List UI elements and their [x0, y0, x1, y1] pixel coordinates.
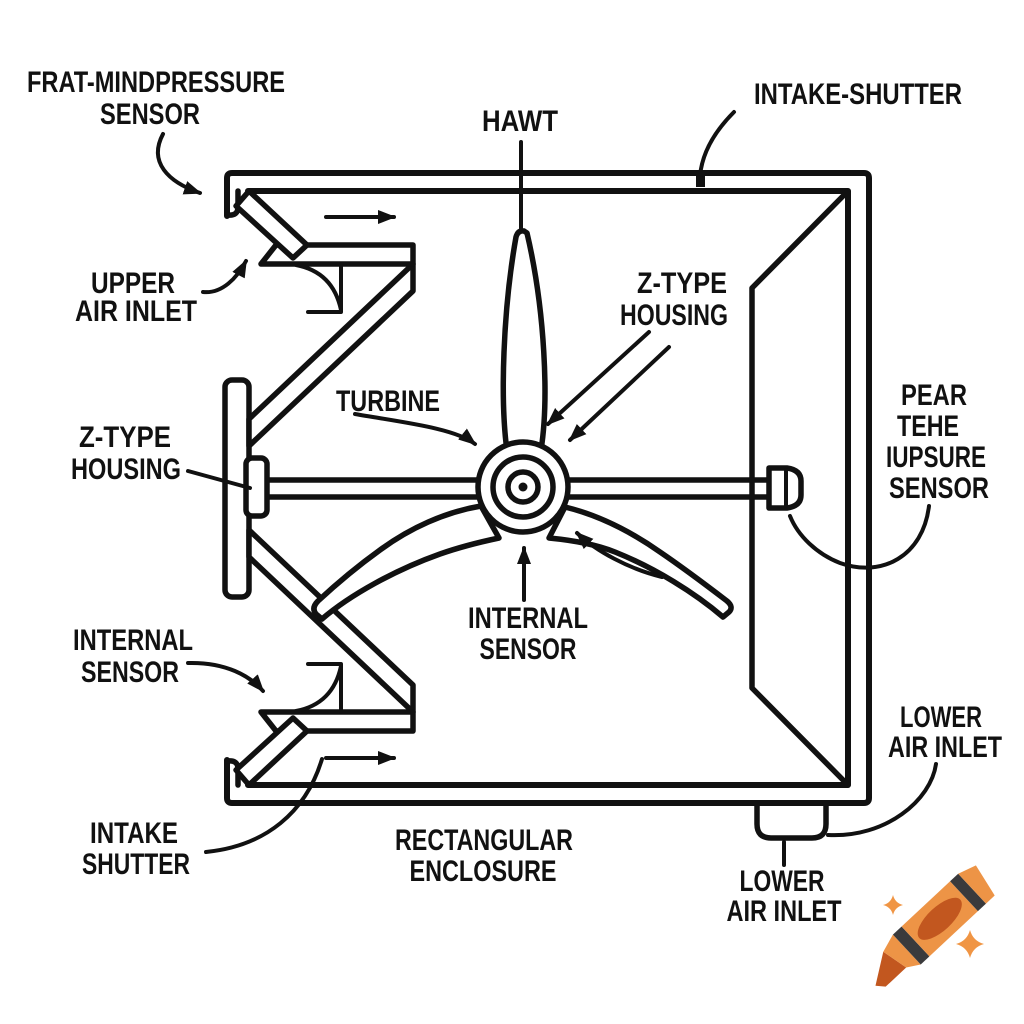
label-rectangular-enclosure-line1: RECTANGULAR	[395, 824, 573, 857]
leader-z-type-housing-center-2	[568, 345, 671, 442]
label-lower-air-inlet-bottom-line2: AIR INLET	[727, 895, 842, 928]
label-z-type-housing-center-line2: HOUSING	[620, 299, 728, 332]
label-pressure-sensor-right-line3: IUPSURE	[886, 441, 986, 474]
lower-shutter-swing-arc	[294, 664, 343, 713]
label-pressure-sensor-top-left-line2: SENSOR	[100, 98, 200, 131]
label-z-type-housing-center-line1: Z-TYPE	[637, 267, 727, 300]
upper-z-louver-plate	[233, 188, 310, 261]
label-turbine: TURBINE	[336, 385, 440, 418]
leader-pressure-sensor-right	[788, 504, 931, 570]
label-rectangular-enclosure-line2: ENCLOSURE	[410, 855, 557, 888]
label-upper-air-inlet-line1: UPPER	[91, 267, 175, 300]
leader-internal-sensor-center-2	[575, 531, 664, 579]
leader-lower-air-inlet-right	[826, 762, 938, 838]
label-pressure-sensor-right-line1: PEAR	[901, 379, 967, 412]
label-z-type-housing-left-line1: Z-TYPE	[79, 421, 171, 454]
label-internal-sensor-left-line1: INTERNAL	[73, 624, 193, 657]
label-pressure-sensor-right-line4: SENSOR	[889, 472, 989, 505]
back-panel	[749, 188, 851, 788]
label-pressure-sensor-right-line2: TEHE	[897, 410, 959, 443]
leader-internal-sensor-left	[186, 660, 265, 693]
label-intake-shutter-bottom-line2: SHUTTER	[82, 848, 190, 881]
label-lower-air-inlet-right-line2: AIR INLET	[888, 731, 1002, 764]
leader-intake-shutter-top	[698, 110, 736, 178]
label-internal-sensor-center-line1: INTERNAL	[468, 602, 588, 635]
turbine-hub-middle	[490, 454, 556, 520]
enclosure-inner-wall	[245, 188, 851, 788]
upper-z-diagonal-plate	[246, 261, 416, 449]
leader-upper-air-inlet	[201, 259, 248, 295]
label-internal-sensor-center-line2: SENSOR	[480, 633, 577, 666]
lower-z-diagonal-plate	[246, 527, 416, 715]
label-internal-sensor-left-line2: SENSOR	[81, 656, 179, 689]
leader-pressure-sensor-top-left	[156, 132, 202, 195]
label-hawt: HAWT	[482, 105, 558, 138]
crayon-icon	[875, 865, 995, 987]
label-upper-air-inlet-line2: AIR INLET	[75, 295, 197, 328]
label-intake-shutter-top: INTAKE-SHUTTER	[754, 78, 962, 111]
sparkle-icon-large	[956, 930, 984, 958]
turbine-hub-inner	[505, 469, 541, 505]
label-z-type-housing-left-line2: HOUSING	[71, 453, 181, 486]
leader-intake-shutter-top-nub	[696, 171, 705, 187]
label-lower-air-inlet-right-line1: LOWER	[900, 701, 982, 734]
lower-air-inlet-tab	[754, 800, 829, 841]
leader-z-type-housing-left	[186, 469, 252, 490]
turbine-blade-lower-right	[546, 504, 734, 620]
turbine-hub-center-dot	[518, 482, 528, 492]
label-lower-air-inlet-bottom-line1: LOWER	[740, 865, 825, 898]
leader-turbine	[353, 412, 477, 446]
turbine-blade-top	[500, 228, 548, 454]
label-pressure-sensor-top-left-line1: FRAT-MINDPRESSURE	[27, 66, 285, 99]
leader-z-type-housing-center-1	[546, 330, 651, 426]
enclosure-outer-wall	[224, 170, 872, 806]
leader-intake-shutter-bottom	[204, 757, 324, 854]
turbine-blade-lower-left	[311, 503, 502, 622]
sparkle-icon-small	[883, 895, 903, 915]
upper-shutter-swing-arc	[294, 263, 343, 312]
label-intake-shutter-bottom-line1: INTAKE	[90, 817, 178, 850]
lower-z-louver-plate	[233, 715, 310, 788]
